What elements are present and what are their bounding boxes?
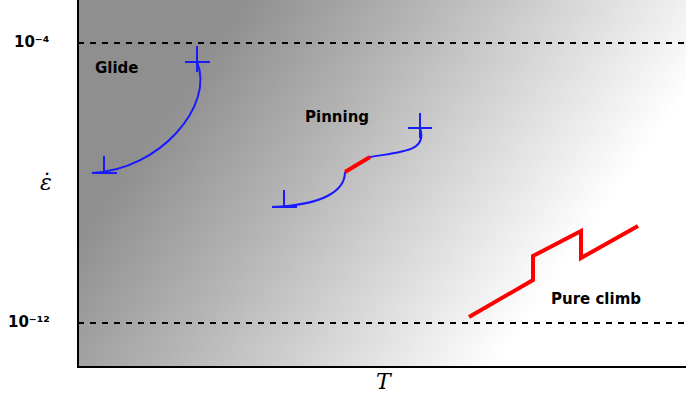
- x-axis: [77, 366, 686, 368]
- shaded-region: [78, 0, 686, 367]
- pinned-segment: [345, 157, 370, 172]
- dashed-limit: [78, 322, 686, 324]
- region-label: Pure climb: [551, 292, 641, 307]
- axis-tick: 10⁻⁴: [14, 35, 49, 50]
- region-label: Pinning: [305, 110, 369, 125]
- y-axis: [77, 0, 79, 368]
- axis-tick: 10⁻¹²: [8, 315, 50, 330]
- axis-title: T: [376, 371, 391, 393]
- axis-title: ε̇: [40, 172, 52, 194]
- region-label: Glide: [95, 61, 139, 76]
- glide-dislocation: [92, 46, 210, 173]
- pinned-dislocation: [272, 113, 432, 207]
- dashed-limit: [78, 42, 686, 44]
